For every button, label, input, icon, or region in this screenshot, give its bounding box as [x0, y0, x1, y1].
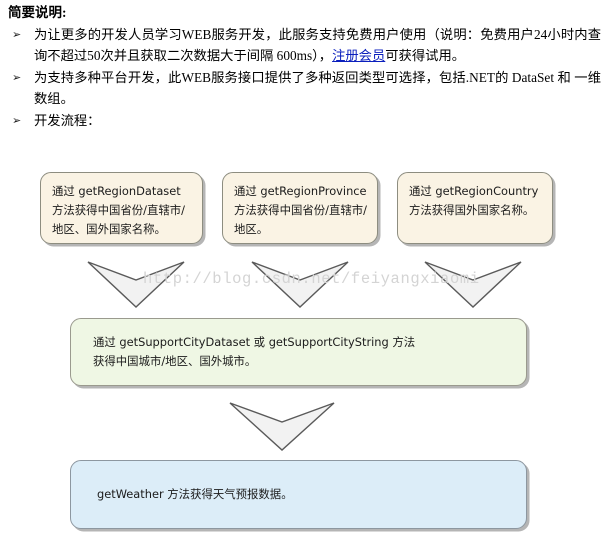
list-item: ➢ 为支持多种平台开发，此WEB服务接口提供了多种返回类型可选择，包括.NET的…	[0, 67, 607, 109]
flow-node-line: 通过 getRegionProvince	[234, 184, 367, 198]
bullet-list: ➢ 为让更多的开发人员学习WEB服务开发，此服务支持免费用户使用（说明：免费用户…	[0, 24, 607, 131]
flow-arrow-down-icon	[251, 258, 349, 308]
document-text-block: 简要说明: ➢ 为让更多的开发人员学习WEB服务开发，此服务支持免费用户使用（说…	[0, 0, 607, 132]
bullet-text-segment-before-link: 为让更多的开发人员学习WEB服务开发，此服务支持免费用户使用（说明：免费用户24…	[34, 27, 601, 63]
flow-node-line: 地区。	[234, 222, 269, 236]
flow-node-line: 通过 getSupportCityDataset 或 getSupportCit…	[93, 335, 416, 349]
register-member-link[interactable]: 注册会员	[332, 48, 386, 63]
flow-node-line: 方法获得中国省份/直辖市/	[234, 203, 367, 217]
flow-arrow-down-icon	[424, 258, 522, 308]
flow-node-line: 方法获得中国省份/直辖市/	[52, 203, 185, 217]
bullet-text-free-user: 为让更多的开发人员学习WEB服务开发，此服务支持免费用户使用（说明：免费用户24…	[34, 24, 601, 66]
flow-arrow-down-icon	[229, 399, 335, 451]
flow-node-region-province[interactable]: 通过 getRegionProvince 方法获得中国省份/直辖市/ 地区。	[222, 172, 378, 244]
flow-node-line: 方法获得国外国家名称。	[409, 203, 535, 217]
flow-node-line: getWeather 方法获得天气预报数据。	[97, 487, 293, 501]
list-item: ➢ 开发流程：	[0, 110, 607, 131]
bullet-text-multi-platform: 为支持多种平台开发，此WEB服务接口提供了多种返回类型可选择，包括.NET的 D…	[34, 70, 601, 106]
bullet-arrow-icon: ➢	[12, 71, 22, 84]
list-item: ➢ 为让更多的开发人员学习WEB服务开发，此服务支持免费用户使用（说明：免费用户…	[0, 24, 607, 66]
flow-node-line: 地区、国外国家名称。	[52, 222, 166, 236]
flow-node-line: 通过 getRegionDataset	[52, 184, 181, 198]
flow-node-region-dataset[interactable]: 通过 getRegionDataset 方法获得中国省份/直辖市/ 地区、国外国…	[40, 172, 203, 244]
flow-arrow-down-icon	[87, 258, 185, 308]
flow-node-line: 通过 getRegionCountry	[409, 184, 539, 198]
bullet-text-dev-flow: 开发流程：	[34, 113, 101, 128]
flow-node-get-weather[interactable]: getWeather 方法获得天气预报数据。	[70, 460, 527, 529]
flow-node-line: 获得中国城市/地区、国外城市。	[93, 354, 257, 368]
flow-node-region-country[interactable]: 通过 getRegionCountry 方法获得国外国家名称。	[397, 172, 553, 244]
bullet-arrow-icon: ➢	[12, 114, 22, 127]
watermark-text: http://blog.csdn.net/feiyangxiaomi	[143, 270, 480, 288]
bullet-text-segment-after-link: 可获得试用。	[385, 48, 466, 63]
flow-node-support-city[interactable]: 通过 getSupportCityDataset 或 getSupportCit…	[70, 318, 527, 386]
bullet-arrow-icon: ➢	[12, 28, 22, 41]
page-title: 简要说明:	[8, 5, 67, 20]
